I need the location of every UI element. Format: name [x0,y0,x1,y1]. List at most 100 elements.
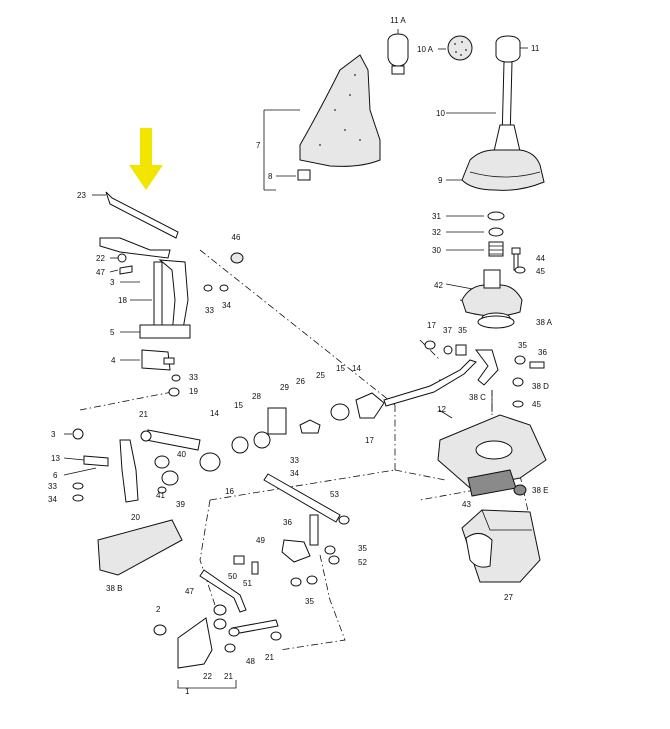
pin-47 [119,265,133,275]
label-28: 28 [252,392,261,401]
label-26: 26 [296,377,305,386]
label-3-top: 3 [110,278,115,287]
label-18: 18 [118,296,127,305]
label-43: 43 [462,500,471,509]
label-12: 12 [437,405,446,414]
mounting-plate-38c [437,414,547,489]
label-33-right: 33 [290,456,299,465]
housing-27 [461,509,541,583]
nut-19 [168,387,180,397]
lower-linkage-49-52 [233,514,340,587]
shift-knob-11a [387,33,409,75]
label-13: 13 [51,454,60,463]
label-38e: 38 E [532,486,548,495]
label-38d: 38 D [532,382,549,391]
shift-rod-12 [383,359,477,407]
label-17-mid: 17 [365,436,374,445]
label-14-right: 14 [352,364,361,373]
label-38a: 38 A [536,318,553,327]
label-15-right: 15 [336,364,345,373]
washer-33-mid [171,374,181,382]
label-20: 20 [131,513,140,522]
label-9: 9 [438,176,443,185]
mount-38a [477,315,515,329]
lever-housing-42 [461,269,523,324]
label-53: 53 [330,490,339,499]
label-35-b: 35 [518,341,527,350]
label-14-left: 14 [210,409,219,418]
shift-lever-10 [491,61,523,161]
label-45-mid: 45 [532,400,541,409]
ring-31 [487,211,505,221]
label-35-low: 35 [358,544,367,553]
label-1: 1 [185,687,190,696]
label-21-right: 21 [265,653,274,662]
label-39: 39 [176,500,185,509]
label-48: 48 [246,657,255,666]
label-46: 46 [232,233,241,242]
label-27: 27 [504,593,513,602]
label-8: 8 [268,172,273,181]
label-11a: 11 A [390,16,406,25]
bushing-46 [230,252,244,264]
label-3-mid: 3 [51,430,56,439]
spring-30 [488,241,504,257]
cable-48 [228,619,282,641]
label-33-left: 33 [48,482,57,491]
label-45-top: 45 [536,267,545,276]
bracket-3 [99,237,171,259]
label-34-right: 34 [290,469,299,478]
label-47-low: 47 [185,587,194,596]
label-4: 4 [111,356,116,365]
label-21-top: 21 [139,410,148,419]
label-47: 47 [96,268,105,277]
label-41: 41 [156,491,165,500]
bracket-1 [177,617,237,689]
nut-38e [513,484,527,496]
lever-bracket-36 [455,344,499,386]
plate-4 [141,349,175,371]
label-10a: 10 A [417,45,434,54]
label-34-left: 34 [48,495,57,504]
rod-53 [263,473,350,525]
label-42: 42 [434,281,443,290]
label-33-top: 33 [205,306,214,315]
label-19: 19 [189,387,198,396]
label-25: 25 [316,371,325,380]
knob-insert-10a [447,35,473,61]
lever-5 [139,324,191,339]
label-50: 50 [228,572,237,581]
label-49: 49 [256,536,265,545]
shift-rod-23 [105,191,179,239]
label-6: 6 [53,471,58,480]
label-21-low: 21 [224,672,233,681]
label-31: 31 [432,212,441,221]
label-34-top: 34 [222,301,231,310]
clip-8 [297,169,311,181]
label-40: 40 [177,450,186,459]
label-5: 5 [110,328,115,337]
label-36-low: 36 [283,518,292,527]
label-38c: 38 C [469,393,486,402]
label-15-left: 15 [234,401,243,410]
small-parts-17-37-35 [424,340,545,408]
label-22: 22 [96,254,105,263]
left-linkage-13-20 [72,428,179,503]
leader-lines [63,29,528,476]
label-29: 29 [280,383,289,392]
label-51: 51 [243,579,252,588]
label-37: 37 [443,326,452,335]
clip-22 [117,253,127,263]
lower-rod-47-2 [153,569,247,636]
yellow-arrow-icon [129,128,163,190]
label-38b: 38 B [106,584,122,593]
shift-boot-trim-7 [299,54,381,167]
label-44: 44 [536,254,545,263]
relay-shaft-18 [153,259,189,336]
part-labels: 11 A 10 A 11 10 7 8 9 23 31 32 30 44 45 … [48,16,553,696]
label-17-top: 17 [427,321,436,330]
label-23: 23 [77,191,86,200]
label-11: 11 [531,44,540,53]
label-10: 10 [436,109,445,118]
washer-34-top [219,284,229,292]
